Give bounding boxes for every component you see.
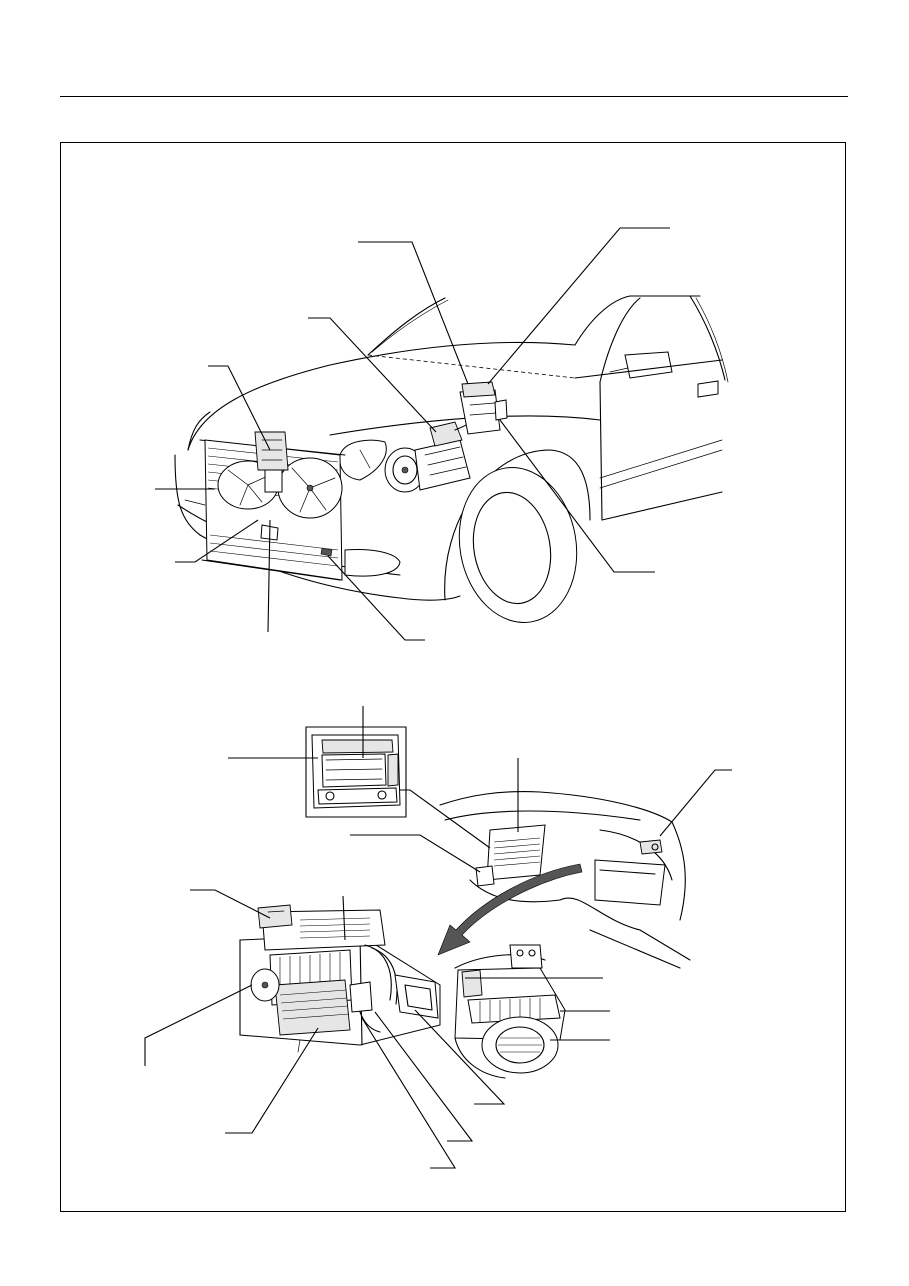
vehicle-illustration (174, 295, 729, 623)
condenser-assembly (204, 431, 343, 581)
firewall-connector (459, 381, 508, 435)
hvac-unit (239, 904, 441, 1053)
figure-frame (60, 142, 846, 1212)
blower-unit (454, 944, 566, 1079)
compressor (384, 401, 496, 493)
control-panel-inset (305, 726, 407, 818)
instrument-panel (437, 791, 691, 969)
leader-lines-lower (144, 706, 732, 1169)
header-rule (60, 96, 848, 97)
leader-lines-upper (155, 227, 670, 641)
